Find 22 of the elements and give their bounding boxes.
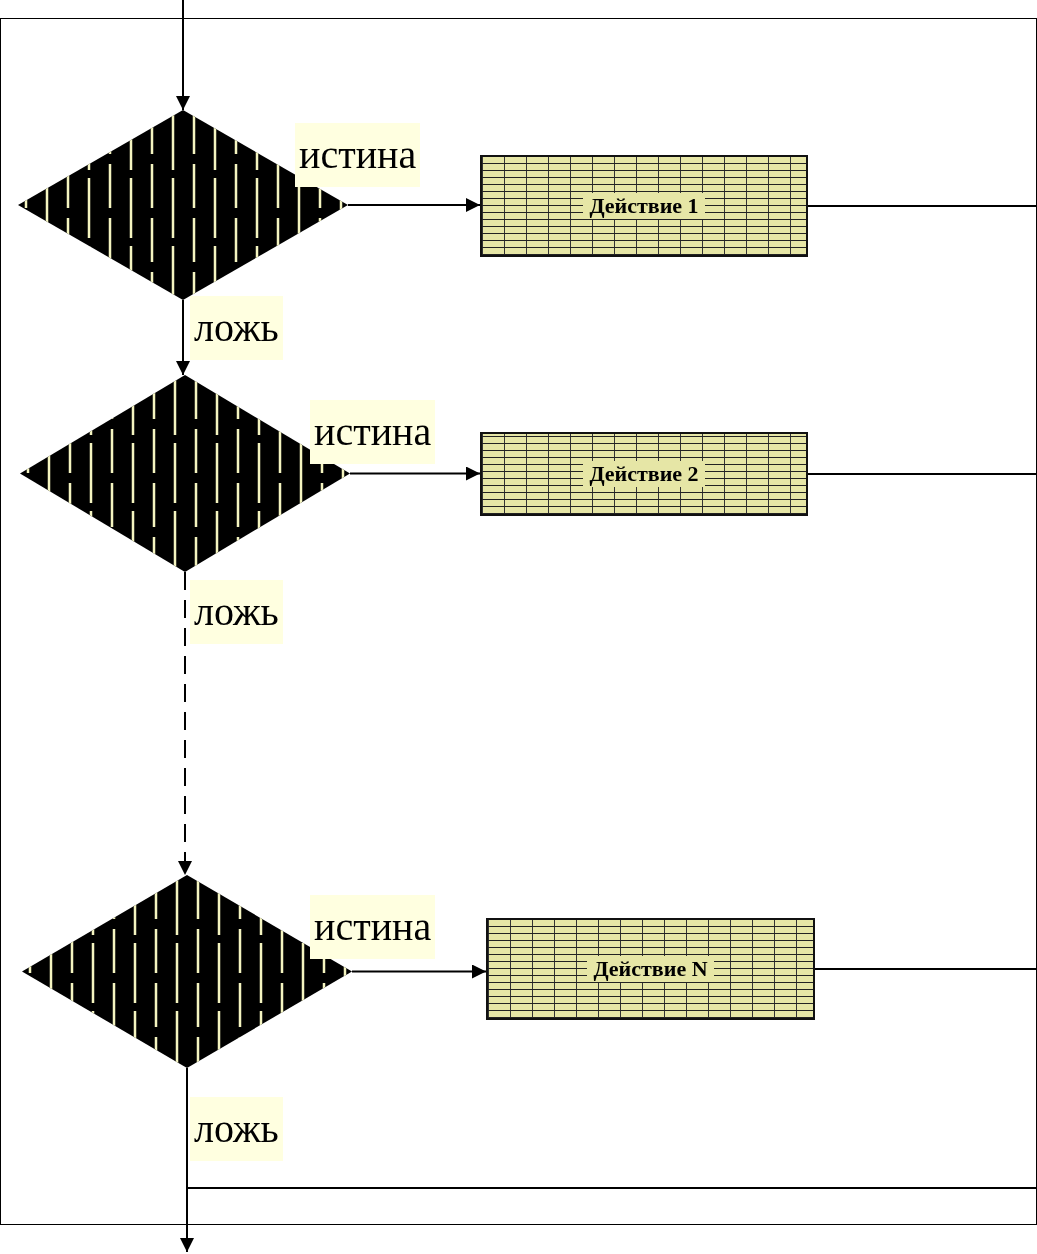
edge-label: истина xyxy=(295,123,421,187)
arrow xyxy=(347,198,481,212)
action-box xyxy=(486,918,815,1020)
connector-line xyxy=(807,205,1037,207)
connector-line xyxy=(814,968,1037,970)
action-text: Действие 1 xyxy=(583,193,705,219)
edge-label: ложь xyxy=(190,580,283,644)
edge-label: ложь xyxy=(190,1097,283,1161)
arrow xyxy=(349,466,481,481)
arrow xyxy=(178,571,192,876)
connector-line xyxy=(807,473,1037,475)
action-box xyxy=(480,432,808,516)
edge-label: ложь xyxy=(190,296,283,360)
arrow xyxy=(351,964,487,979)
arrow xyxy=(176,299,190,376)
edge-label: истина xyxy=(310,400,436,464)
arrow xyxy=(176,0,190,111)
action-text: Действие 2 xyxy=(583,461,705,487)
action-box xyxy=(480,155,808,257)
arrow xyxy=(180,1067,194,1253)
action-text: Действие N xyxy=(587,956,714,982)
edge-label: истина xyxy=(310,895,436,959)
